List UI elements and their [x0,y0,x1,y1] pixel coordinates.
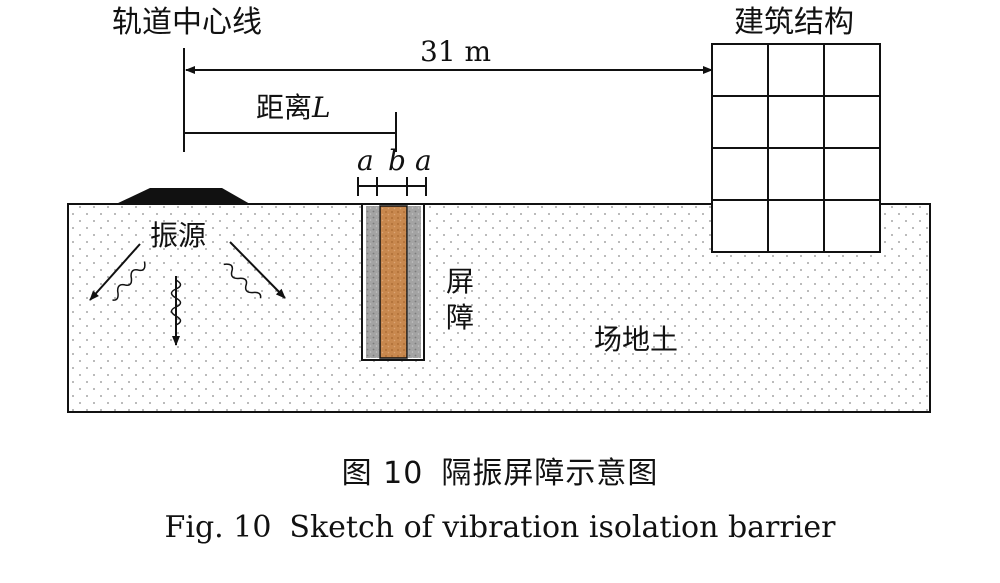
distance-L-label: 距离L [256,94,331,122]
dimension-aba [357,177,427,196]
caption-en-number: Fig. 10 [164,510,272,545]
soil-label: 场地土 [594,323,679,356]
dim-b-label: b [388,144,406,177]
vibration-source-label: 振源 [150,219,207,252]
caption-cn-title: 隔振屏障示意图 [441,456,659,491]
wave-arrow-left [89,243,146,301]
dim-a-left-label: a [357,144,374,177]
isolation-barrier [361,203,425,361]
distance-L-symbol: L [312,91,331,124]
caption-en-title: Sketch of vibration isolation barrier [289,510,836,545]
caption-cn-number: 图 10 [341,456,424,491]
wave-arrow-down [170,276,182,346]
wave-arrow-right [223,241,286,299]
track-ballast [116,188,250,204]
distance-L-text: 距离 [256,91,313,124]
dim-a-right-label: a [415,144,432,177]
barrier-label-2: 障 [446,301,475,334]
distance-31m-label: 31 m [420,35,492,68]
building-structure-label: 建筑结构 [734,5,854,40]
caption-en: Fig. 10 Sketch of vibration isolation bar… [0,510,1000,545]
track-centerline-label: 轨道中心线 [112,5,262,40]
building-structure [711,43,881,253]
caption-cn: 图 10 隔振屏障示意图 [0,448,1000,492]
barrier-label-1: 屏 [446,265,475,298]
